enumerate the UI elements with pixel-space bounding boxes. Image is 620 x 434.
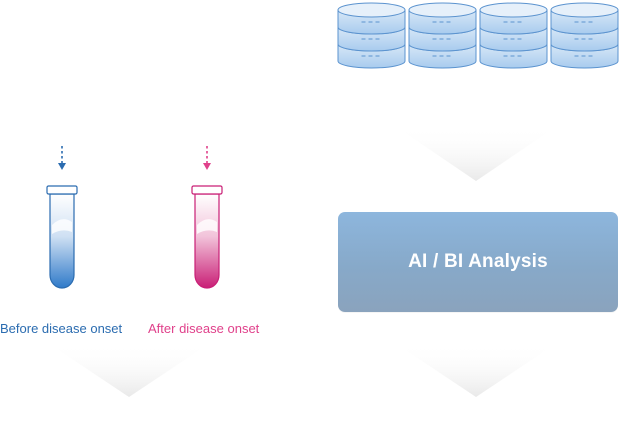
down-arrow-db-to-analysis bbox=[395, 126, 557, 181]
test-tube-pink-icon bbox=[191, 185, 223, 289]
caption-after-onset: After disease onset bbox=[148, 321, 260, 336]
database-icon bbox=[550, 2, 619, 69]
dotted-arrow-blue-icon bbox=[58, 146, 66, 170]
database-icon bbox=[337, 2, 406, 69]
down-arrow-samples-out bbox=[48, 343, 210, 397]
caption-before-onset: Before disease onset bbox=[0, 321, 123, 336]
dotted-arrow-pink-icon bbox=[203, 146, 211, 170]
database-icon bbox=[479, 2, 548, 69]
analysis-box: AI / BI Analysis bbox=[338, 212, 618, 312]
down-arrow-analysis-out bbox=[395, 343, 557, 397]
database-icon bbox=[408, 2, 477, 69]
database-stacks bbox=[337, 2, 619, 69]
analysis-label: AI / BI Analysis bbox=[408, 251, 548, 272]
test-tube-blue-icon bbox=[46, 185, 78, 289]
